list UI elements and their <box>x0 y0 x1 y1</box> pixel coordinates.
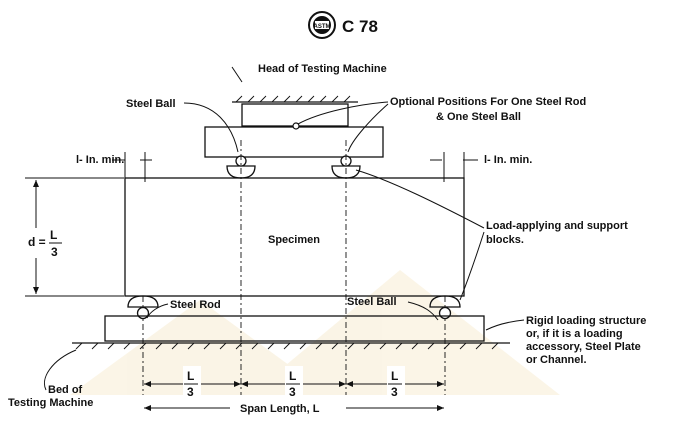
depth-den: 3 <box>51 245 58 259</box>
min-right-label: l- In. min. <box>484 154 532 166</box>
svg-text:L: L <box>391 369 398 383</box>
watermark <box>70 270 560 395</box>
standard-number: C 78 <box>342 17 378 36</box>
steel-ball-bottom-leader <box>407 301 439 321</box>
depth-d-label: d = <box>28 235 46 249</box>
optional-leader-1 <box>297 101 389 125</box>
specimen-beam <box>124 177 465 297</box>
steel-ball-bottom-label: Steel Ball <box>347 296 397 308</box>
svg-text:3: 3 <box>187 385 194 399</box>
steel-ball-top-leader <box>183 102 239 153</box>
steel-ball-top-label: Steel Ball <box>126 98 176 110</box>
span-length-label: Span Length, L <box>240 403 320 415</box>
specimen-label: Specimen <box>268 234 320 246</box>
upper-loading-beam <box>204 126 384 158</box>
svg-text:3: 3 <box>289 385 296 399</box>
svg-text:L: L <box>187 369 194 383</box>
rigid-label-4: or Channel. <box>526 354 587 366</box>
load-blocks-label-2: blocks. <box>486 234 524 246</box>
load-blocks-leader-1 <box>355 169 485 229</box>
rigid-leader <box>485 319 525 331</box>
rigid-label-2: or, if it is a loading <box>526 328 623 340</box>
third-label-2: L 3 <box>285 366 303 399</box>
rigid-label-3: accessory, Steel Plate <box>526 341 641 353</box>
third-label-1: L 3 <box>183 366 201 399</box>
machine-head-hatch <box>235 95 351 103</box>
load-blocks-label-1: Load-applying and support <box>486 220 628 232</box>
logo-text: ASTM <box>314 24 331 30</box>
optional-positions-label-2: & One Steel Ball <box>436 111 521 123</box>
machine-bed-hatch <box>75 342 499 350</box>
head-leader-line <box>231 66 243 83</box>
head-of-machine-label: Head of Testing Machine <box>258 63 387 75</box>
rigid-label-1: Rigid loading structure <box>526 315 646 327</box>
astm-logo-icon: ASTM <box>308 11 336 39</box>
optional-leader-2 <box>347 103 389 153</box>
svg-text:L: L <box>289 369 296 383</box>
min-left-label: l- In. min. <box>76 154 124 166</box>
load-blocks-leader-2 <box>459 231 485 301</box>
svg-text:3: 3 <box>391 385 398 399</box>
third-label-3: L 3 <box>387 366 405 399</box>
depth-num: L <box>50 228 57 242</box>
steel-rod-label: Steel Rod <box>170 299 221 311</box>
bed-leader <box>44 349 77 391</box>
rigid-loading-plate <box>104 315 485 342</box>
optional-steel-ball-icon <box>292 122 300 130</box>
bed-label-1: Bed of <box>48 384 83 396</box>
optional-positions-label-1: Optional Positions For One Steel Rod <box>390 96 586 108</box>
bed-label-2: Testing Machine <box>8 397 93 409</box>
